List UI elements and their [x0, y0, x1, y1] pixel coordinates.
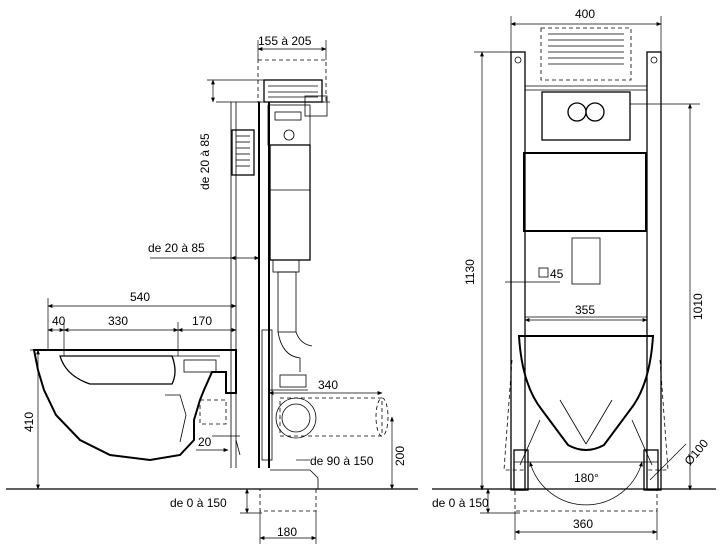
label-gap: 20: [198, 435, 212, 449]
label-seg-a: 40: [52, 314, 66, 328]
label-angle: 180°: [574, 471, 599, 485]
cistern-front: [523, 152, 647, 232]
front-view: 400 1130 1010 45 355 Ø100 180° de 0 à 15…: [432, 7, 716, 540]
label-seg-b: 330: [108, 314, 128, 328]
flush-plate-front: [541, 91, 631, 141]
label-bolt-spacing: 355: [575, 303, 595, 317]
drain-pipe-side: [270, 374, 389, 489]
label-flush-offset: 155 à 205: [258, 34, 312, 48]
label-bowl-length: 540: [130, 290, 150, 304]
label-foot-depth: 180: [277, 525, 297, 539]
label-drain-length: 340: [318, 378, 338, 392]
label-drain-offset: de 90 à 150: [310, 454, 374, 468]
bowl-side: [32, 349, 241, 462]
label-frame-width: 400: [575, 7, 595, 21]
flush-mechanism-side: [231, 59, 328, 176]
cistern-side: [261, 144, 313, 461]
frame-side: [216, 101, 330, 468]
label-foot-width: 360: [573, 517, 593, 531]
label-wall-depth-top: de 20 à 85: [198, 133, 212, 190]
pipe-front: [571, 237, 601, 285]
label-square-pipe: 45: [550, 267, 564, 281]
label-floor-adjust-front: de 0 à 150: [432, 496, 489, 510]
dimensions-front: [474, 16, 700, 540]
label-diameter: Ø100: [682, 436, 712, 468]
angle-arc: [529, 461, 643, 506]
bowl-front: [517, 335, 655, 451]
label-wall-depth-mid: de 20 à 85: [148, 241, 205, 255]
label-seg-c: 170: [192, 314, 212, 328]
square-symbol: [538, 267, 549, 278]
label-bowl-height: 410: [22, 412, 36, 432]
dimensions-side: [30, 40, 394, 544]
side-view: 155 à 205 de 20 à 85 de 20 à 85 540 40 3…: [6, 34, 418, 544]
frame-front: [510, 27, 662, 491]
label-flush-height: 1010: [691, 293, 705, 320]
label-floor-adjust-side: de 0 à 150: [170, 496, 227, 510]
label-drain-height: 200: [393, 446, 407, 466]
label-frame-height: 1130: [463, 259, 477, 285]
